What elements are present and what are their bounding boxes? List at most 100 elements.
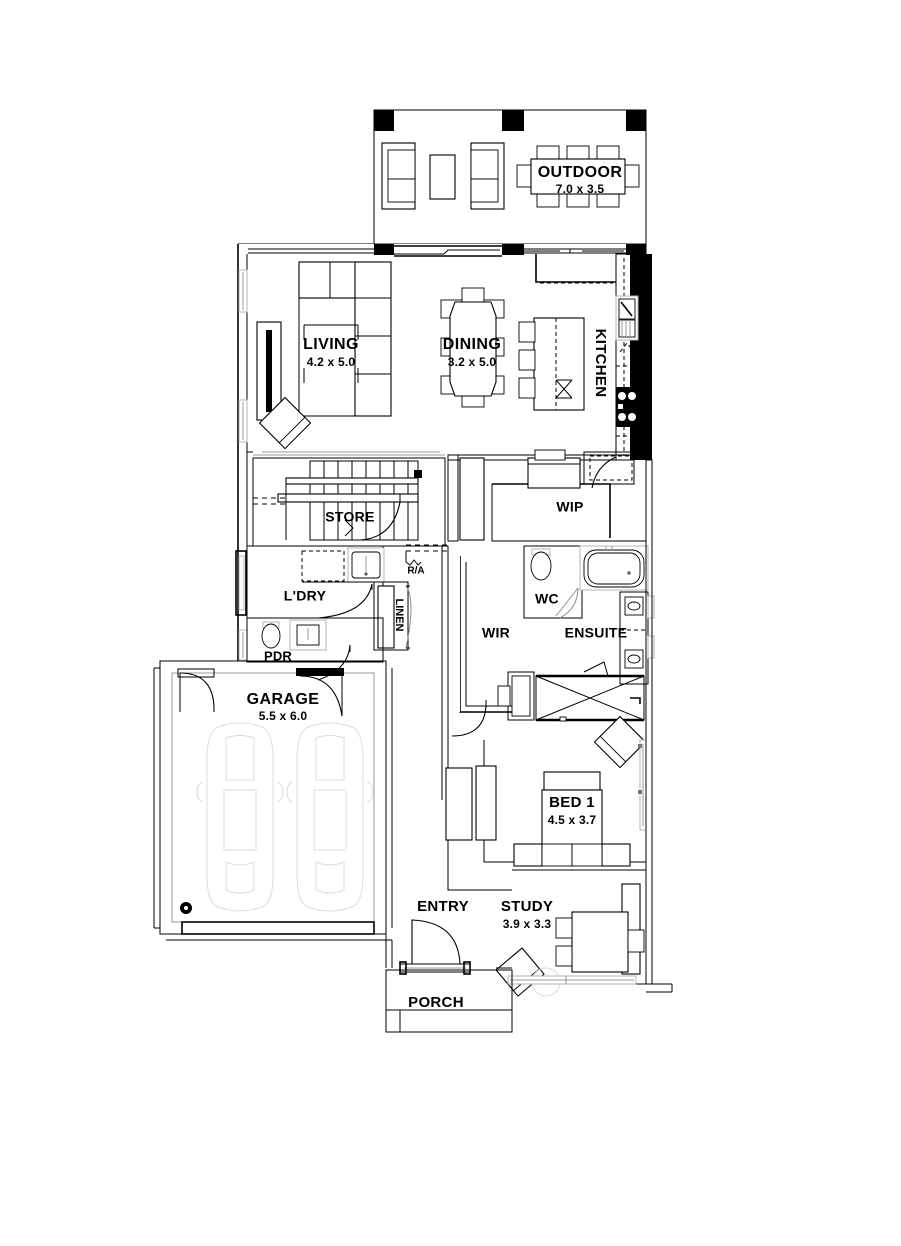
linen-door-swing (405, 585, 412, 649)
study-desk (555, 911, 645, 973)
room-label-wir: WIR (482, 625, 510, 641)
porch-area: PORCH (385, 969, 513, 1033)
garage-car-left (196, 722, 284, 912)
room-label-study: STUDY (501, 898, 553, 915)
rear-wall-pier-right (626, 244, 646, 255)
bed1-robes (445, 765, 497, 841)
kitchen-range-hood (619, 342, 635, 353)
wip-shelf-left (459, 457, 485, 541)
wip-door-swing (591, 456, 617, 489)
laundry-room: L'DRY (246, 545, 385, 619)
room-label-bed1: BED 1 (549, 794, 595, 811)
room-label-linen: LINEN (393, 599, 405, 632)
pdr-door-swing (317, 644, 351, 681)
room-dim-garage: 5.5 x 6.0 (259, 709, 308, 723)
door-laundry-ext (235, 550, 247, 616)
return-air-run: R/A (405, 544, 448, 577)
kitchen-island (518, 317, 585, 411)
store-door-swing (359, 501, 401, 541)
wc-door-swing (555, 587, 579, 617)
room-dim-outdoor: 7.0 x 3.5 (556, 182, 605, 196)
bed1-bed (513, 771, 631, 867)
room-label-wc: WC (535, 591, 559, 607)
stair-stringer (277, 493, 419, 503)
living-tv-unit (256, 321, 282, 421)
living-room: LIVING 4.2 x 5.0 (256, 261, 392, 450)
pdr-toilet (261, 621, 281, 649)
bed-headboard (543, 771, 601, 791)
wc-toilet-fixture (530, 548, 552, 581)
laundry-trough (347, 547, 385, 583)
kitchen-rear-wall (630, 254, 652, 460)
room-dim-bed1: 4.5 x 3.7 (548, 813, 597, 827)
outdoor-post-mid (502, 110, 524, 131)
ensuite-window-1 (647, 595, 655, 619)
ensuite-room: ENSUITE (497, 545, 655, 722)
outdoor-post-left (374, 110, 394, 131)
dining-room: DINING 3.2 x 5.0 (440, 287, 505, 408)
room-dim-dining: 3.2 x 5.0 (448, 355, 497, 369)
room-label-outdoor: OUTDOOR (538, 164, 623, 181)
outdoor-coffee-table (429, 154, 456, 200)
room-label-kitchen: KITCHEN (592, 329, 609, 398)
rear-wall-pier-mid (502, 244, 524, 255)
kitchen-bulkhead (535, 254, 616, 283)
outdoor-sofa-right (470, 142, 505, 210)
ensuite-robe (497, 671, 535, 721)
room-label-living: LIVING (303, 336, 359, 353)
room-label-laundry: L'DRY (284, 588, 327, 604)
wip-fridge (527, 449, 581, 489)
room-label-wip: WIP (556, 499, 583, 515)
kitchen: KITCHEN (518, 253, 652, 461)
laundry-appliance (301, 550, 345, 582)
stair-direction-arrow (344, 519, 354, 537)
room-label-pdr: PDR (264, 648, 292, 663)
wip-room: WIP (447, 449, 646, 542)
porch-outline (385, 969, 513, 1033)
living-sectional-sofa (298, 261, 392, 417)
ensuite-shower (535, 661, 645, 722)
room-label-porch: PORCH (408, 994, 464, 1011)
garage: GARAGE 5.5 x 6.0 (159, 660, 387, 935)
envelope-detailing (153, 451, 673, 993)
room-label-entry: ENTRY (417, 898, 469, 915)
kitchen-cooktop (616, 387, 638, 427)
outdoor-dining-set (516, 145, 640, 208)
living-armchair (258, 396, 312, 450)
bed1-door-swing (451, 705, 487, 737)
garage-floor-waste-icon (180, 902, 192, 914)
front-door (399, 919, 471, 975)
room-dim-living: 4.2 x 5.0 (307, 355, 356, 369)
ensuite-window-2 (647, 635, 655, 659)
room-label-ensuite: ENSUITE (565, 625, 628, 641)
wip-left-wall (447, 454, 459, 542)
laundry-door-swing (317, 583, 373, 619)
room-label-garage: GARAGE (247, 691, 320, 708)
slider-leaf-a (394, 249, 500, 255)
ensuite-bathtub (579, 545, 649, 591)
rear-wall-pier-left (374, 244, 394, 255)
bed1-armchair (593, 715, 647, 769)
room-dim-study: 3.9 x 3.3 (503, 917, 552, 931)
bedroom-1: BED 1 4.5 x 3.7 (445, 700, 647, 867)
pdr-basin (289, 619, 327, 651)
stair-newel-post (414, 470, 422, 478)
room-label-store: STORE (325, 509, 374, 525)
linen-cupboard: LINEN (373, 581, 412, 651)
garage-door-internal-left (177, 668, 215, 713)
stair-landing-rail (285, 477, 419, 485)
outdoor-area: OUTDOOR 7.0 x 3.5 (373, 109, 647, 251)
powder-room: PDR (246, 617, 384, 681)
outdoor-sofa-left (381, 142, 416, 210)
room-label-dining: DINING (443, 336, 501, 353)
entry-area: ENTRY (385, 898, 512, 975)
bedside-table-left (513, 843, 543, 867)
wc-room: WC (523, 545, 583, 619)
garage-car-right (286, 722, 374, 912)
ensuite-vanity (619, 591, 655, 685)
dining-table-set (440, 287, 505, 408)
outdoor-post-right (626, 110, 646, 131)
